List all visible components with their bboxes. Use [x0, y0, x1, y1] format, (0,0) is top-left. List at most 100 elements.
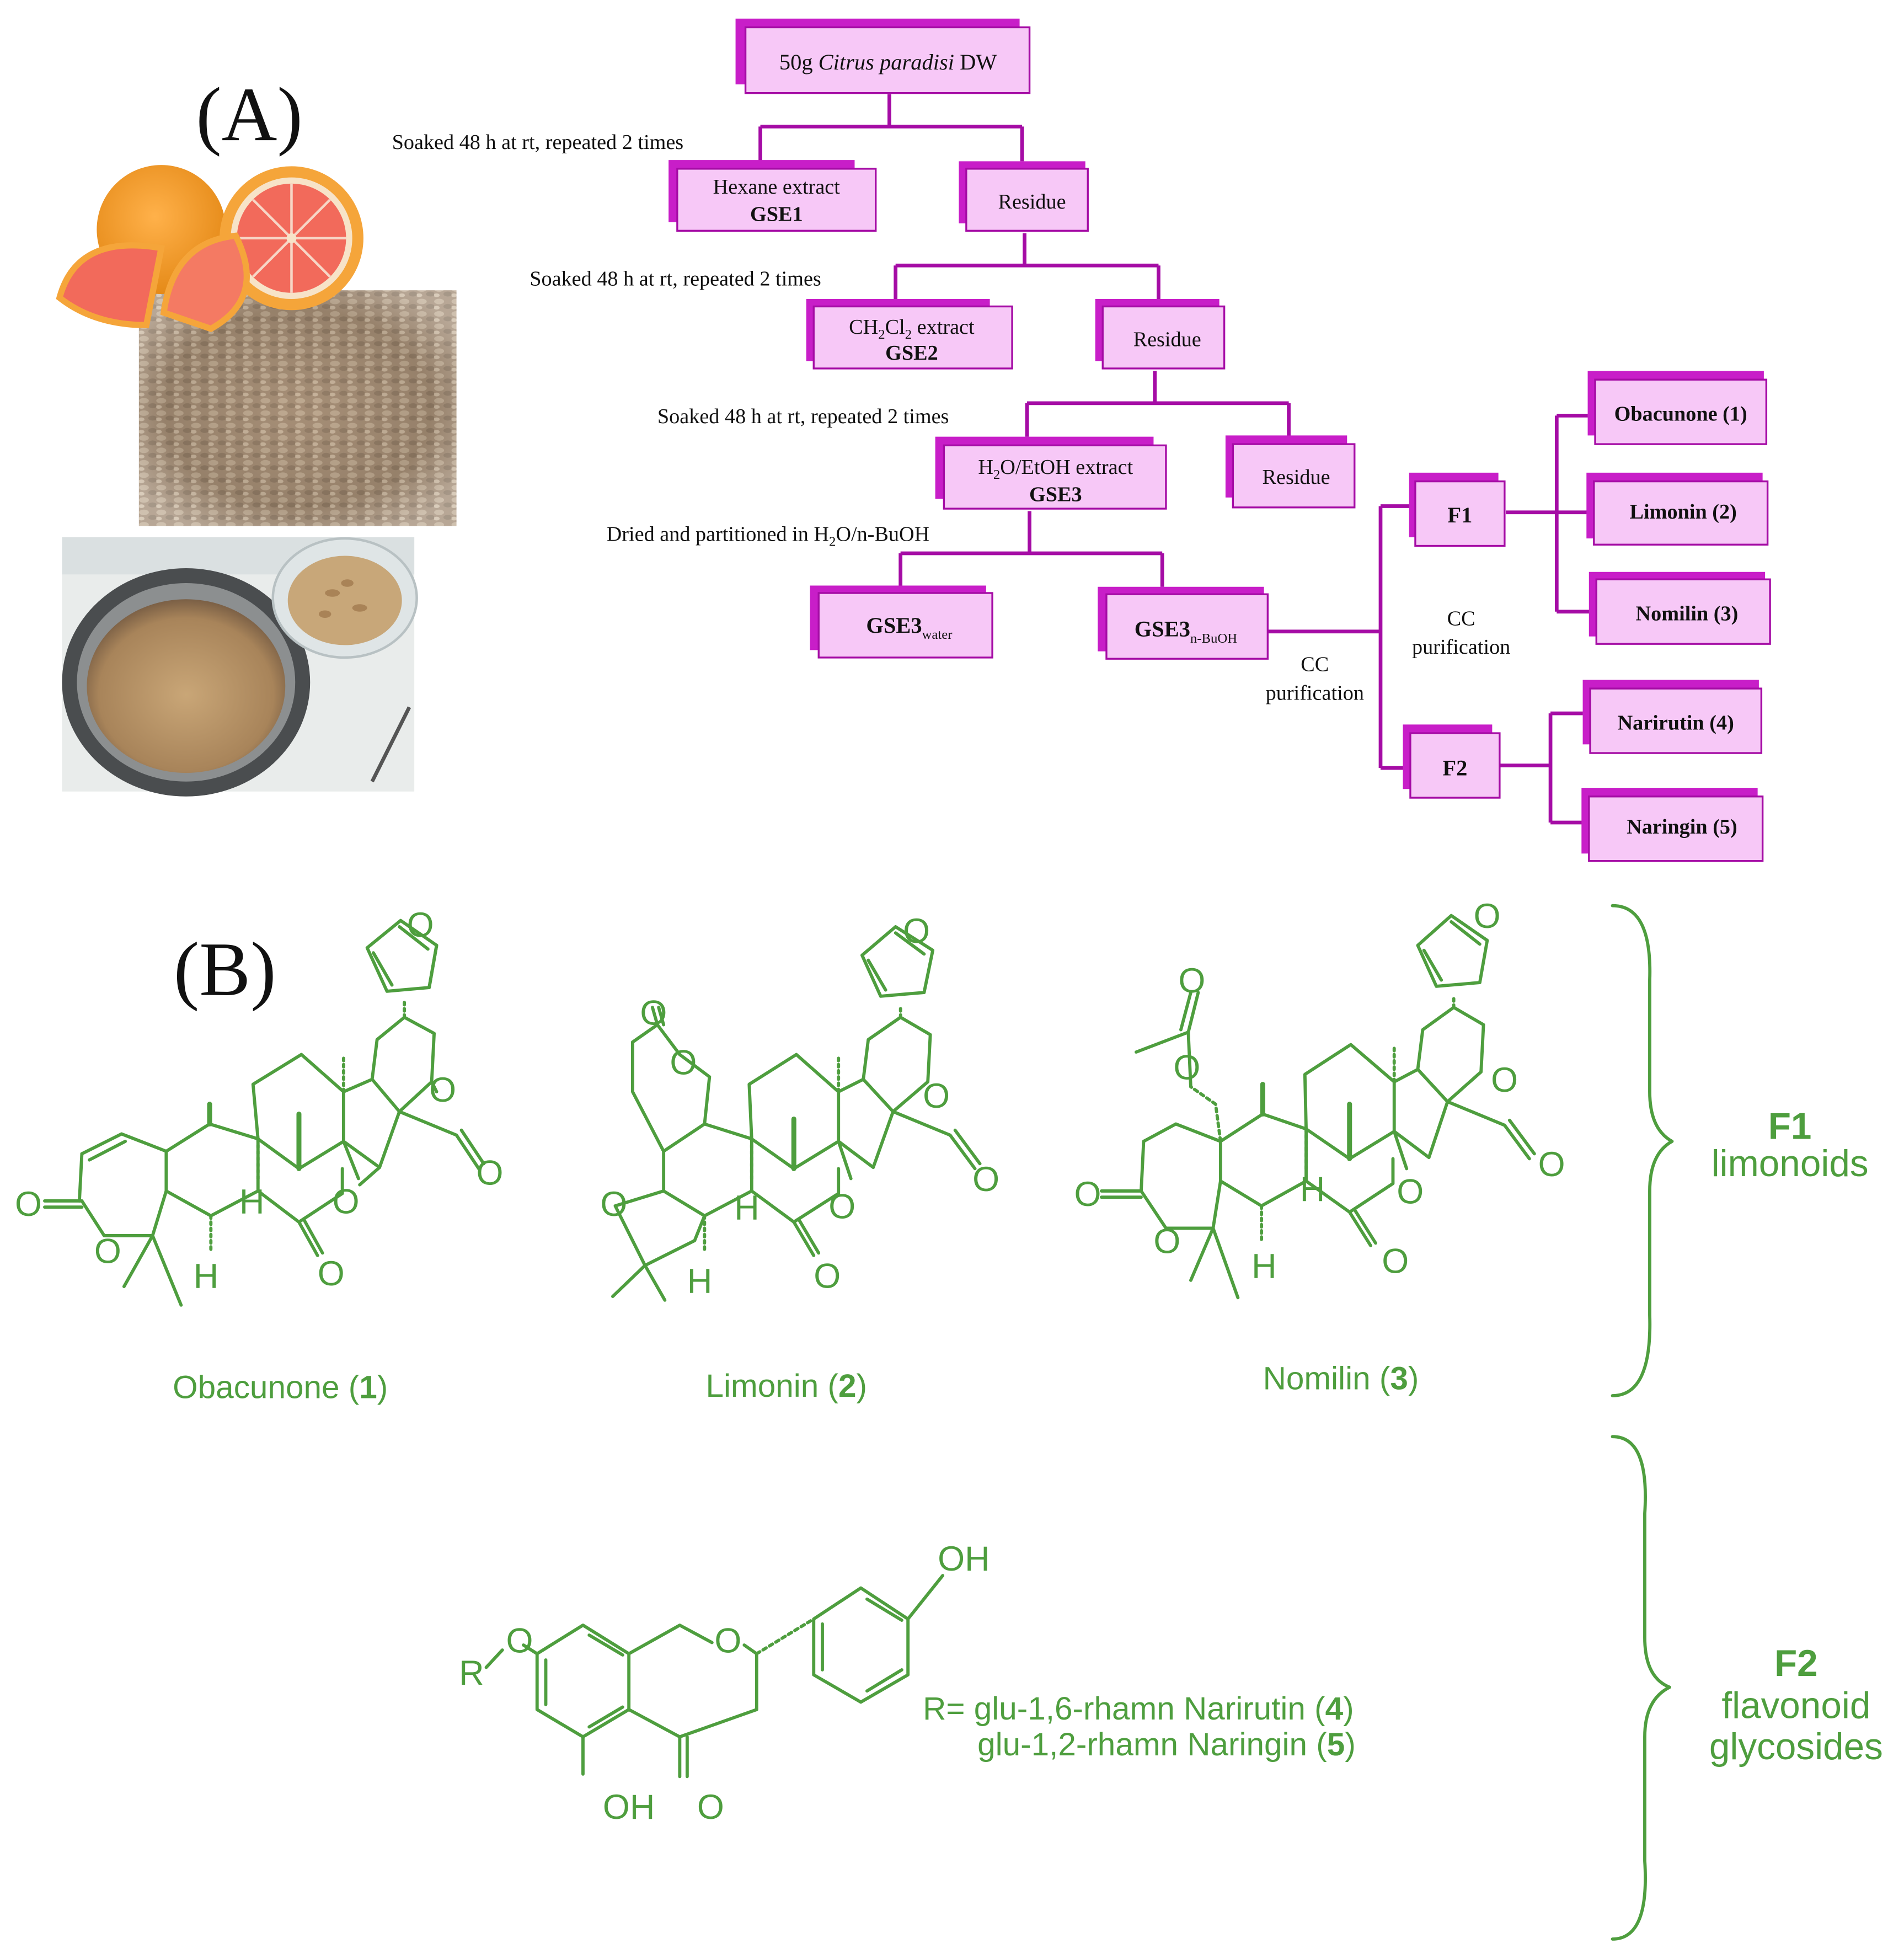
- gse3-nbuoh-box: GSE3n-BuOH: [1098, 586, 1269, 660]
- obacunone-box: Obacunone (1): [1587, 371, 1768, 445]
- gse3-water-box: GSE3water: [810, 585, 993, 659]
- atom-o: O: [94, 1232, 121, 1270]
- atom-h: H: [1300, 1170, 1325, 1209]
- start-box-prefix: 50g: [779, 50, 819, 74]
- atom-o: O: [814, 1257, 841, 1295]
- h2oetoh-h: H: [978, 456, 993, 479]
- r-group-line1: R= glu-1,6-rhamn Narirutin (4): [923, 1691, 1354, 1727]
- obacunone-label: Obacunone (1): [1614, 402, 1747, 425]
- cc-purification-1-line1: CC: [1301, 653, 1329, 676]
- residue-box-2: Residue: [1095, 298, 1226, 370]
- f1-box: F1: [1409, 472, 1506, 547]
- cc-purification-1-line2: purification: [1266, 681, 1364, 704]
- gse2-label: GSE2: [885, 341, 938, 365]
- svg-text:CH2Cl2 extract: CH2Cl2 extract: [849, 316, 975, 342]
- atom-oh: OH: [603, 1788, 655, 1827]
- atom-o: O: [1397, 1172, 1424, 1211]
- obacunone-name: Obacunone (1): [173, 1369, 388, 1405]
- gse3-water-sub: water: [922, 627, 953, 642]
- h2o-etoh-extract-box: H2O/EtOH extract GSE3: [935, 436, 1167, 510]
- start-box-species: Citrus paradisi: [819, 50, 954, 74]
- atom-o: O: [903, 912, 930, 951]
- atom-o: O: [670, 1044, 697, 1082]
- panel-b-label: (B): [174, 927, 276, 1012]
- panel-a-label: (A): [196, 72, 303, 157]
- atom-o: O: [15, 1185, 42, 1224]
- atom-h: H: [239, 1182, 264, 1221]
- step2-label: Soaked 48 h at rt, repeated 2 times: [530, 267, 821, 290]
- f1-bracket: [1611, 904, 1674, 1397]
- f2-bracket-subtitle-2: glycosides: [1709, 1726, 1883, 1768]
- atom-h: H: [734, 1189, 759, 1227]
- start-box: 50g Citrus paradisi DW: [735, 18, 1031, 94]
- atom-o: O: [697, 1788, 724, 1827]
- ch2cl2-ch: CH: [849, 316, 878, 339]
- step4-label-sub: 2: [829, 535, 836, 549]
- atom-o: O: [972, 1160, 999, 1199]
- atom-o: O: [923, 1077, 950, 1115]
- f1-label: F1: [1447, 503, 1472, 527]
- atom-h: H: [687, 1262, 712, 1300]
- residue-box-1: Residue: [959, 161, 1089, 232]
- step4-label-a: Dried and partitioned in H: [607, 523, 829, 546]
- flavanone-structure: [484, 1574, 945, 1779]
- hexane-extract-label: Hexane extract: [713, 175, 841, 199]
- atom-o: O: [1178, 962, 1205, 1000]
- step4-label-b: O/n-BuOH: [836, 523, 929, 546]
- hexane-extract-box: Hexane extract GSE1: [668, 160, 877, 232]
- atom-o: O: [1491, 1061, 1518, 1099]
- nomilin-label: Nomilin (3): [1636, 602, 1739, 625]
- atom-o: O: [1382, 1242, 1409, 1280]
- ch2cl2-extract-box: CH2Cl2 extract GSE2: [806, 298, 1013, 370]
- ch2cl2-sub1: 2: [878, 327, 885, 342]
- atom-o: O: [600, 1185, 627, 1224]
- nomilin-structure: [1100, 914, 1536, 1300]
- atom-o: O: [1538, 1145, 1565, 1184]
- residue-1-label: Residue: [998, 190, 1066, 213]
- f2-bracket: [1611, 1435, 1671, 1941]
- ch2cl2-extract: extract: [912, 316, 975, 339]
- gse3-nbuoh-sub: n-BuOH: [1190, 631, 1237, 646]
- gse3-water-main: GSE3: [866, 613, 922, 638]
- ch2cl2-cl: Cl: [885, 316, 905, 339]
- residue-3-label: Residue: [1262, 466, 1330, 489]
- f2-bracket-title: F2: [1774, 1643, 1818, 1684]
- cc-purification-2-line1: CC: [1447, 607, 1475, 630]
- r-group-line2: glu-1,2-rhamn Naringin (5): [977, 1727, 1356, 1763]
- narirutin-label: Narirutin (4): [1618, 711, 1734, 734]
- cc-purification-2-line2: purification: [1412, 636, 1510, 659]
- f1-bracket-title: F1: [1768, 1106, 1812, 1147]
- atom-o: O: [714, 1622, 741, 1660]
- atom-o: O: [429, 1071, 456, 1109]
- atom-o: O: [640, 994, 667, 1033]
- atom-o: O: [407, 906, 434, 944]
- f2-box: F2: [1403, 724, 1501, 799]
- atom-o: O: [506, 1622, 533, 1660]
- start-box-suffix: DW: [954, 50, 997, 74]
- atom-o: O: [333, 1182, 360, 1221]
- atom-o: O: [318, 1254, 345, 1293]
- ground-seed-photo: [62, 537, 418, 797]
- atom-o: O: [1474, 897, 1501, 936]
- h2oetoh-rest: O/EtOH extract: [1000, 456, 1133, 479]
- limonin-label: Limonin (2): [1630, 500, 1737, 524]
- f2-bracket-subtitle-1: flavonoid: [1721, 1685, 1870, 1727]
- ch2cl2-sub2: 2: [905, 327, 912, 342]
- atom-h: H: [194, 1257, 218, 1295]
- f2-label: F2: [1442, 756, 1467, 781]
- flowchart-connectors: [758, 94, 1591, 825]
- residue-box-3: Residue: [1225, 435, 1356, 509]
- svg-text:Dried and partitioned in H2O/n: Dried and partitioned in H2O/n-BuOH: [607, 523, 930, 549]
- atom-o: O: [828, 1187, 855, 1226]
- atom-oh: OH: [938, 1540, 990, 1578]
- atom-o: O: [1153, 1222, 1180, 1261]
- atom-r: R: [459, 1654, 484, 1692]
- atom-h: H: [1251, 1247, 1276, 1285]
- obacunone-structure: [43, 919, 485, 1307]
- svg-text:H2O/EtOH extract: H2O/EtOH extract: [978, 456, 1133, 482]
- gse1-label: GSE1: [750, 202, 803, 226]
- atom-o: O: [477, 1154, 504, 1193]
- naringin-label: Naringin (5): [1627, 815, 1737, 839]
- f1-bracket-subtitle: limonoids: [1712, 1143, 1869, 1184]
